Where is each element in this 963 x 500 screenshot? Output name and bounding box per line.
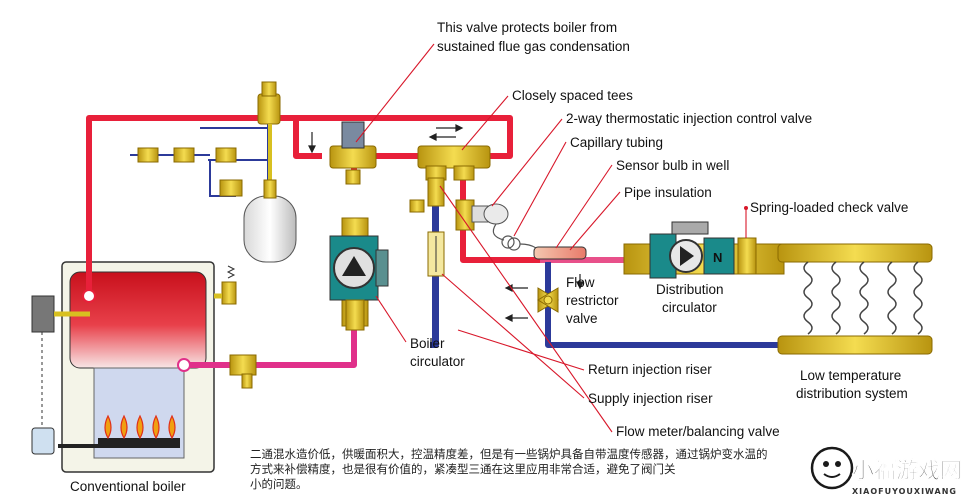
- caption-line-2: 方式来补偿精度，也是很有价值的，紧凑型三通在这里应用非常合适，避免了阀门关: [250, 462, 676, 476]
- closely-spaced-tees-icon: [417, 145, 491, 181]
- sensor-bulb-label: Sensor bulb in well: [616, 158, 729, 173]
- capillary-label: Capillary tubing: [570, 135, 663, 150]
- flow-restrictor-label-3: valve: [566, 311, 598, 326]
- low-temp-label-1: Low temperature: [800, 368, 901, 383]
- supply-riser-label: Supply injection riser: [588, 391, 713, 406]
- boiler-protection-valve-icon: [329, 121, 377, 185]
- watermark-subtext: XIAOFUYOUXIWANG: [852, 487, 957, 496]
- flow-restrictor-icon: [537, 287, 559, 313]
- caption-line-3: 小的问题。: [250, 477, 308, 491]
- supply-manifold-icon: [777, 243, 933, 263]
- site-watermark: 小福游戏网 XIAOFUYOUXIWANG: [810, 446, 962, 496]
- thermostatic-valve-icon: [455, 199, 509, 231]
- boiler-circ-label-2: circulator: [410, 354, 465, 369]
- dist-circ-label-1: Distribution: [656, 282, 724, 297]
- insulation-label: Pipe insulation: [624, 185, 712, 200]
- expansion-tank-icon: [243, 124, 297, 263]
- protect-valve-label-2: sustained flue gas condensation: [437, 39, 630, 54]
- distribution-circulator-icon: [623, 221, 785, 279]
- boiler-circulator-icon: [329, 217, 389, 331]
- dist-circ-label-2: circulator: [662, 300, 717, 315]
- hot-supply-pipe: [86, 115, 540, 290]
- flow-meter-label: Flow meter/balancing valve: [616, 424, 780, 439]
- leader-lines: [355, 43, 747, 433]
- tees-label: Closely spaced tees: [512, 88, 633, 103]
- low-temp-label-2: distribution system: [796, 386, 908, 401]
- relief-valve-icon: [214, 265, 237, 305]
- protect-valve-label-1: This valve protects boiler from: [437, 20, 617, 35]
- caption-line-1: 二通混水造价低，供暖面积大，控温精度差，但是有一些锅炉具备自带温度传感器，通过锅…: [250, 447, 768, 461]
- check-valve-label: Spring-loaded check valve: [750, 200, 908, 215]
- burner-flames-icon: [104, 414, 176, 440]
- return-riser-label: Return injection riser: [588, 362, 712, 377]
- thermo-valve-label: 2-way thermostatic injection control val…: [566, 111, 812, 126]
- air-separator-icon: [257, 81, 281, 125]
- capillary-tubing-icon: [492, 223, 537, 251]
- boiler-label: Conventional boiler: [70, 479, 186, 494]
- sensor-bulb-icon: [533, 246, 587, 260]
- radiant-loops-icon: [803, 261, 923, 335]
- chinese-caption: 二通混水造价低，供暖面积大，控温精度差，但是有一些锅炉具备自带温度传感器，通过锅…: [250, 447, 768, 491]
- boiler-drain-icon: [229, 354, 257, 389]
- circulator-symbol: N: [713, 250, 722, 265]
- leader-dots: [744, 206, 748, 210]
- return-manifold-icon: [777, 335, 933, 355]
- boiler-circ-label-1: Boiler: [410, 336, 445, 351]
- watermark-text: 小福游戏网: [852, 458, 962, 484]
- fill-valve-icon: [137, 147, 243, 197]
- conventional-boiler: [31, 261, 237, 473]
- flow-restrictor-label-1: Flow: [566, 275, 595, 290]
- annotation-labels: This valve protects boiler from sustaine…: [70, 20, 908, 494]
- flow-restrictor-label-2: restrictor: [566, 293, 619, 308]
- flow-direction-arrows: [308, 124, 584, 322]
